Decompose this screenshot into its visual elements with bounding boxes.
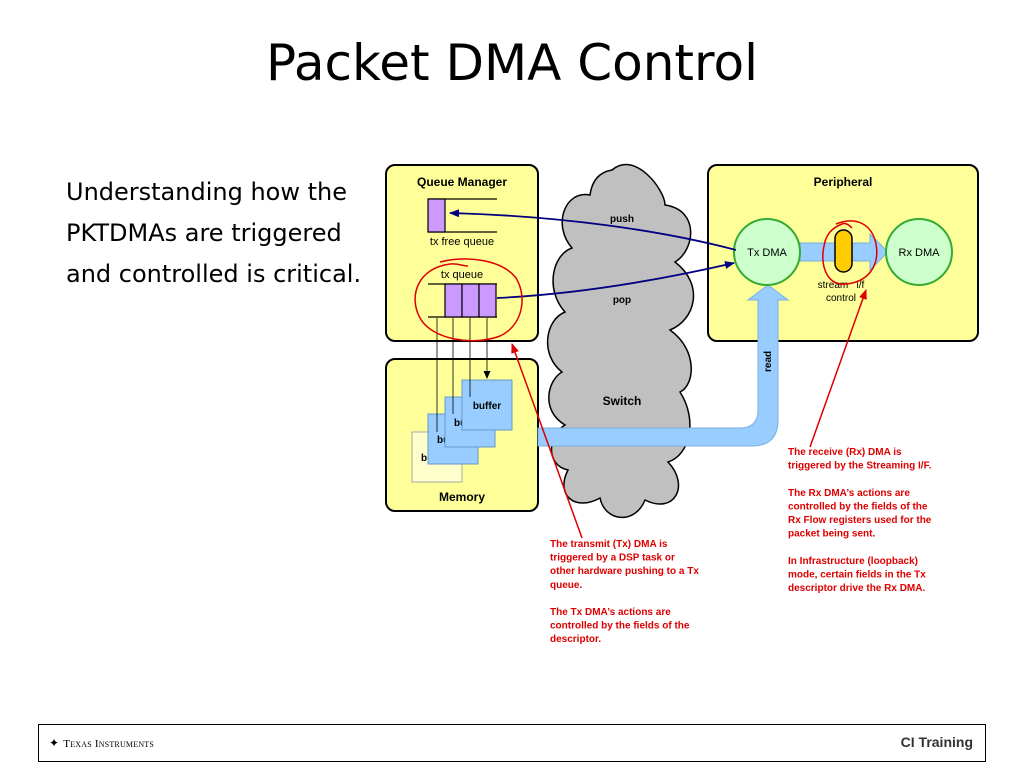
tx-queue-label: tx queue — [441, 269, 483, 281]
memory-title: Memory — [439, 490, 485, 504]
rx-dma-label: Rx DMA — [899, 247, 941, 259]
rx-callout-arrow — [809, 289, 867, 448]
annotation-line: packet being sent. — [788, 529, 875, 540]
tx-queue-slot — [461, 283, 480, 318]
annotation-line: queue. — [550, 580, 582, 591]
pktdma-diagram: Queue Manager tx free queue tx queue Mem… — [385, 163, 979, 645]
buffer-label: buffer — [473, 401, 501, 412]
stream-control-pill — [834, 229, 853, 273]
slide-body-text: Understanding how the PKTDMAs are trigge… — [66, 178, 362, 288]
annotation-line: The receive (Rx) DMA is — [788, 447, 902, 458]
annotation-line: triggered by the Streaming I/F. — [788, 461, 932, 472]
annotation-line: descriptor drive the Rx DMA. — [788, 583, 925, 594]
tx-queue-slot — [478, 283, 497, 318]
peripheral-title: Peripheral — [814, 175, 873, 189]
tx-free-queue-label: tx free queue — [430, 236, 494, 248]
ti-logo: ✦Texas Instruments — [49, 736, 154, 751]
rx-dma-circle — [885, 218, 953, 286]
tx-annotation: The transmit (Tx) DMA is triggered by a D… — [550, 539, 699, 645]
push-label: push — [610, 214, 634, 225]
tx-callout-arrow — [511, 343, 583, 539]
rx-annotation: The receive (Rx) DMA is triggered by the … — [788, 447, 932, 594]
tx-queue-slot — [444, 283, 463, 318]
stream-control-label: control — [826, 293, 856, 304]
annotation-line: The Tx DMA’s actions are — [550, 607, 671, 618]
push-arrow — [449, 209, 737, 251]
buffer-label: bu — [421, 453, 433, 464]
pop-label: pop — [613, 295, 631, 306]
slide-footer: ✦Texas Instruments CI Training — [38, 724, 986, 762]
annotation-line: controlled by the fields of the — [788, 501, 928, 512]
read-label: read — [763, 351, 774, 372]
tx-dma-label: Tx DMA — [747, 247, 787, 259]
annotation-line: Rx Flow registers used for the — [788, 515, 932, 526]
ti-logo-text: Texas Instruments — [63, 738, 155, 750]
switch-label: Switch — [603, 394, 642, 408]
buffer-label: bu — [454, 418, 466, 429]
annotation-line: In Infrastructure (loopback) — [788, 556, 918, 567]
stream-highlight — [822, 220, 878, 285]
tx-dma-circle — [733, 218, 801, 286]
annotation-line: The Rx DMA’s actions are — [788, 488, 910, 499]
buffer-label: bu — [437, 435, 449, 446]
texas-state-icon: ✦ — [49, 736, 60, 750]
annotation-line: other hardware pushing to a Tx — [550, 566, 699, 577]
slide-title: Packet DMA Control — [266, 34, 758, 92]
ci-training-label: CI Training — [900, 734, 973, 750]
tx-free-queue-slot — [427, 198, 446, 233]
queue-manager-title: Queue Manager — [417, 175, 507, 189]
annotation-line: triggered by a DSP task or — [550, 553, 675, 564]
stream-if-label: stream i/f — [818, 280, 865, 291]
annotation-line: The transmit (Tx) DMA is — [550, 539, 668, 550]
tx-queue-highlight — [414, 258, 523, 342]
read-data-arrow — [537, 284, 790, 447]
annotation-line: mode, certain fields in the Tx — [788, 569, 926, 580]
annotation-line: descriptor. — [550, 634, 601, 645]
annotation-line: controlled by the fields of the — [550, 621, 690, 632]
pop-arrow — [496, 261, 735, 299]
